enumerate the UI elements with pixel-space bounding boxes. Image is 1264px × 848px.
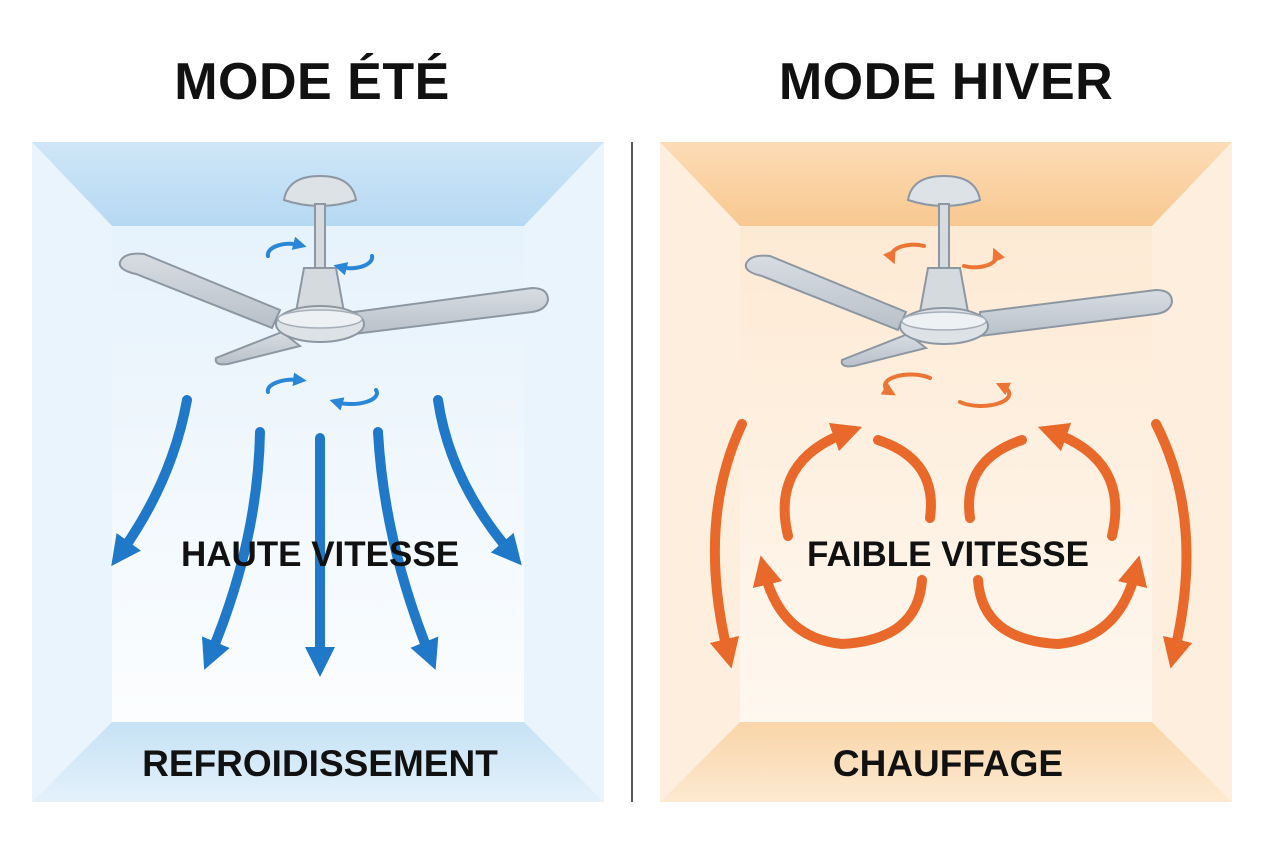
- winter-speed-label: FAIBLE VITESSE: [807, 535, 1089, 574]
- airflow-arrow-icon: [373, 427, 439, 670]
- airflow-arrow-icon: [964, 435, 1027, 523]
- panel-divider: [631, 142, 633, 802]
- fan-blade: [979, 288, 1174, 338]
- fan-blade: [353, 286, 550, 336]
- airflow-arrow-icon: [709, 419, 747, 669]
- summer-airflow-arrows-icon: [111, 395, 522, 677]
- winter-ceiling-fan: [744, 174, 1174, 368]
- airflow-arrow-icon: [973, 555, 1148, 650]
- summer-room-floor: [32, 722, 604, 802]
- airflow-arrow-icon: [433, 395, 522, 566]
- airflow-arrow-icon: [873, 435, 936, 523]
- fan-blade: [840, 332, 929, 368]
- winter-rotation-arrows-icon: [880, 242, 1012, 408]
- airflow-arrow-icon: [1151, 419, 1193, 669]
- summer-mode-title: MODE ÉTÉ: [174, 53, 450, 111]
- fan-downrod: [314, 203, 326, 269]
- winter-mode-title: MODE HIVER: [778, 53, 1114, 111]
- winter-airflow-loops-icon: [709, 419, 1193, 669]
- winter-room-right-wall: [1152, 142, 1232, 802]
- airflow-arrow-icon: [111, 395, 192, 567]
- summer-room-right-wall: [524, 142, 604, 802]
- winter-mode-panel: FAIBLE VITESSE CHAUFFAGE: [660, 142, 1232, 802]
- fan-motor-housing: [918, 267, 970, 313]
- summer-ceiling-fan: [118, 174, 550, 366]
- summer-effect-label: REFROIDISSEMENT: [142, 743, 498, 784]
- summer-rotation-arrows-icon: [265, 236, 379, 411]
- winter-effect-label: CHAUFFAGE: [833, 743, 1063, 784]
- airflow-arrow-icon: [779, 422, 863, 541]
- fan-downrod: [938, 203, 950, 269]
- airflow-arrow-icon: [1037, 422, 1121, 541]
- winter-room-floor: [660, 722, 1232, 802]
- summer-mode-panel: HAUTE VITESSE REFROIDISSEMENT: [32, 142, 604, 802]
- summer-room-left-wall: [32, 142, 112, 802]
- summer-speed-label: HAUTE VITESSE: [181, 535, 459, 574]
- fan-blade: [118, 252, 282, 330]
- fan-blade: [214, 330, 303, 366]
- airflow-arrow-icon: [752, 555, 927, 650]
- airflow-arrow-icon: [201, 427, 265, 670]
